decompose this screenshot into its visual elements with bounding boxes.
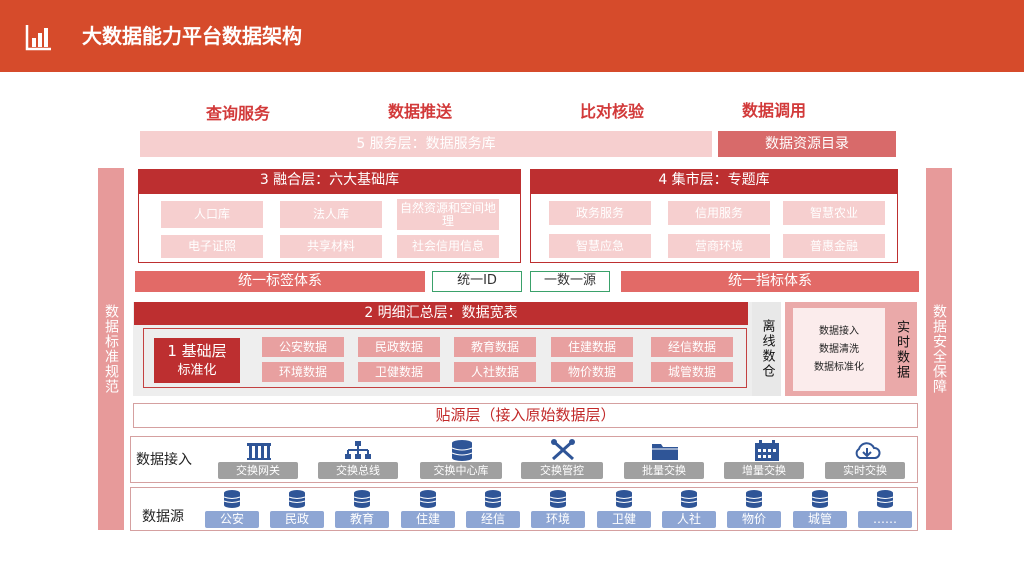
source-item: 民政 [270, 511, 324, 528]
access-item: 交换管控 [521, 462, 603, 479]
service-label-push: 数据推送 [387, 102, 452, 121]
layer4-item: 智慧应急 [549, 234, 651, 258]
layer3-item: 电子证照 [161, 235, 263, 258]
realtime-label: 实时数据 [894, 320, 909, 380]
unified-tag-system: 统一标签体系 [135, 271, 425, 292]
page-title: 大数据能力平台数据架构 [82, 24, 302, 48]
source-item: 经信 [466, 511, 520, 528]
source-item: 物价 [727, 511, 781, 528]
database-icon [352, 489, 372, 509]
layer1-item: 环境数据 [262, 362, 344, 382]
layer1-item: 公安数据 [262, 337, 344, 357]
source-item: 人社 [662, 511, 716, 528]
database-icon [548, 489, 568, 509]
layer5-service-bar: 5 服务层：数据服务库 [140, 131, 712, 157]
layer1-item: 教育数据 [454, 337, 536, 357]
layer3-item: 社会信用信息 [397, 235, 499, 258]
layer1-box [143, 328, 747, 388]
unified-id: 统一ID [432, 271, 522, 292]
service-label-verify: 比对核验 [579, 102, 644, 121]
offline-warehouse-label: 离线数仓 [759, 319, 775, 379]
data-access-row [130, 436, 918, 483]
database-icon [614, 489, 634, 509]
layer1-label-box: 1 基础层 标准化 [154, 338, 240, 383]
layer1-item: 物价数据 [551, 362, 633, 382]
left-sidebar-standards: 数据标准规范 [98, 168, 124, 530]
folder-icon [650, 440, 680, 462]
realtime-label-box: 实时数据 [888, 310, 914, 390]
database-icon [810, 489, 830, 509]
layer1-item: 经信数据 [651, 337, 733, 357]
service-label-query: 查询服务 [205, 104, 270, 123]
layer1-item: 城管数据 [651, 362, 733, 382]
layer4-title: 4 集市层：专题库 [530, 169, 898, 193]
layer3-item: 法人库 [280, 201, 382, 228]
bus-icon [343, 440, 373, 462]
layer4-item: 信用服务 [668, 201, 770, 225]
layer4-item: 普惠金融 [783, 234, 885, 258]
service-label-call: 数据调用 [741, 101, 806, 120]
database-icon [483, 489, 503, 509]
access-item: 增量交换 [724, 462, 804, 479]
header-bar [0, 0, 1024, 72]
unified-indicator-system: 统一指标体系 [621, 271, 919, 292]
bar-chart-icon [24, 22, 54, 52]
layer3-item: 共享材料 [280, 235, 382, 258]
access-item: 批量交换 [624, 462, 704, 479]
realtime-step: 数据标准化 [814, 361, 864, 373]
offline-warehouse: 离线数仓 [752, 302, 781, 396]
cloud-download-icon [852, 440, 882, 462]
layer4-item: 营商环境 [668, 234, 770, 258]
layer3-title: 3 融合层：六大基础库 [138, 169, 521, 193]
source-item: …… [858, 511, 912, 528]
access-item: 交换中心库 [420, 462, 502, 479]
right-sidebar-label: 数据安全保障 [931, 304, 947, 394]
calendar-icon [752, 440, 782, 462]
access-item: 交换网关 [218, 462, 298, 479]
source-item: 城管 [793, 511, 847, 528]
source-item: 教育 [335, 511, 389, 528]
database-icon [287, 489, 307, 509]
data-resource-directory: 数据资源目录 [718, 131, 896, 157]
data-access-label: 数据接入 [136, 452, 192, 468]
left-sidebar-label: 数据标准规范 [103, 304, 119, 394]
data-source-row [130, 487, 918, 531]
access-item: 实时交换 [825, 462, 905, 479]
database-icon [447, 439, 477, 461]
source-item: 住建 [401, 511, 455, 528]
realtime-step: 数据清洗 [819, 343, 859, 355]
one-number-one-source: 一数一源 [530, 271, 610, 292]
layer4-item: 智慧农业 [783, 201, 885, 225]
layer3-item: 人口库 [161, 201, 263, 228]
gateway-icon [244, 440, 274, 462]
layer4-item: 政务服务 [549, 201, 651, 225]
layer3-item: 自然资源和空间地理 [397, 199, 499, 230]
database-icon [875, 489, 895, 509]
paste-source-layer: 贴源层（接入原始数据层） [133, 403, 918, 428]
layer1-item: 人社数据 [454, 362, 536, 382]
tools-icon [548, 439, 578, 461]
source-item: 卫健 [597, 511, 651, 528]
layer1-title: 1 基础层 [167, 342, 227, 360]
layer1-item: 住建数据 [551, 337, 633, 357]
database-icon [744, 489, 764, 509]
database-icon [418, 489, 438, 509]
layer2-title: 2 明细汇总层：数据宽表 [134, 302, 748, 325]
right-sidebar-security: 数据安全保障 [926, 168, 952, 530]
source-item: 环境 [531, 511, 585, 528]
data-source-label: 数据源 [142, 509, 184, 525]
layer1-item: 民政数据 [358, 337, 440, 357]
database-icon [222, 489, 242, 509]
access-item: 交换总线 [318, 462, 398, 479]
layer1-item: 卫健数据 [358, 362, 440, 382]
database-icon [679, 489, 699, 509]
layer1-subtitle: 标准化 [177, 363, 217, 378]
realtime-step: 数据接入 [819, 325, 859, 337]
realtime-steps: 数据接入 数据清洗 数据标准化 [793, 308, 885, 391]
source-item: 公安 [205, 511, 259, 528]
